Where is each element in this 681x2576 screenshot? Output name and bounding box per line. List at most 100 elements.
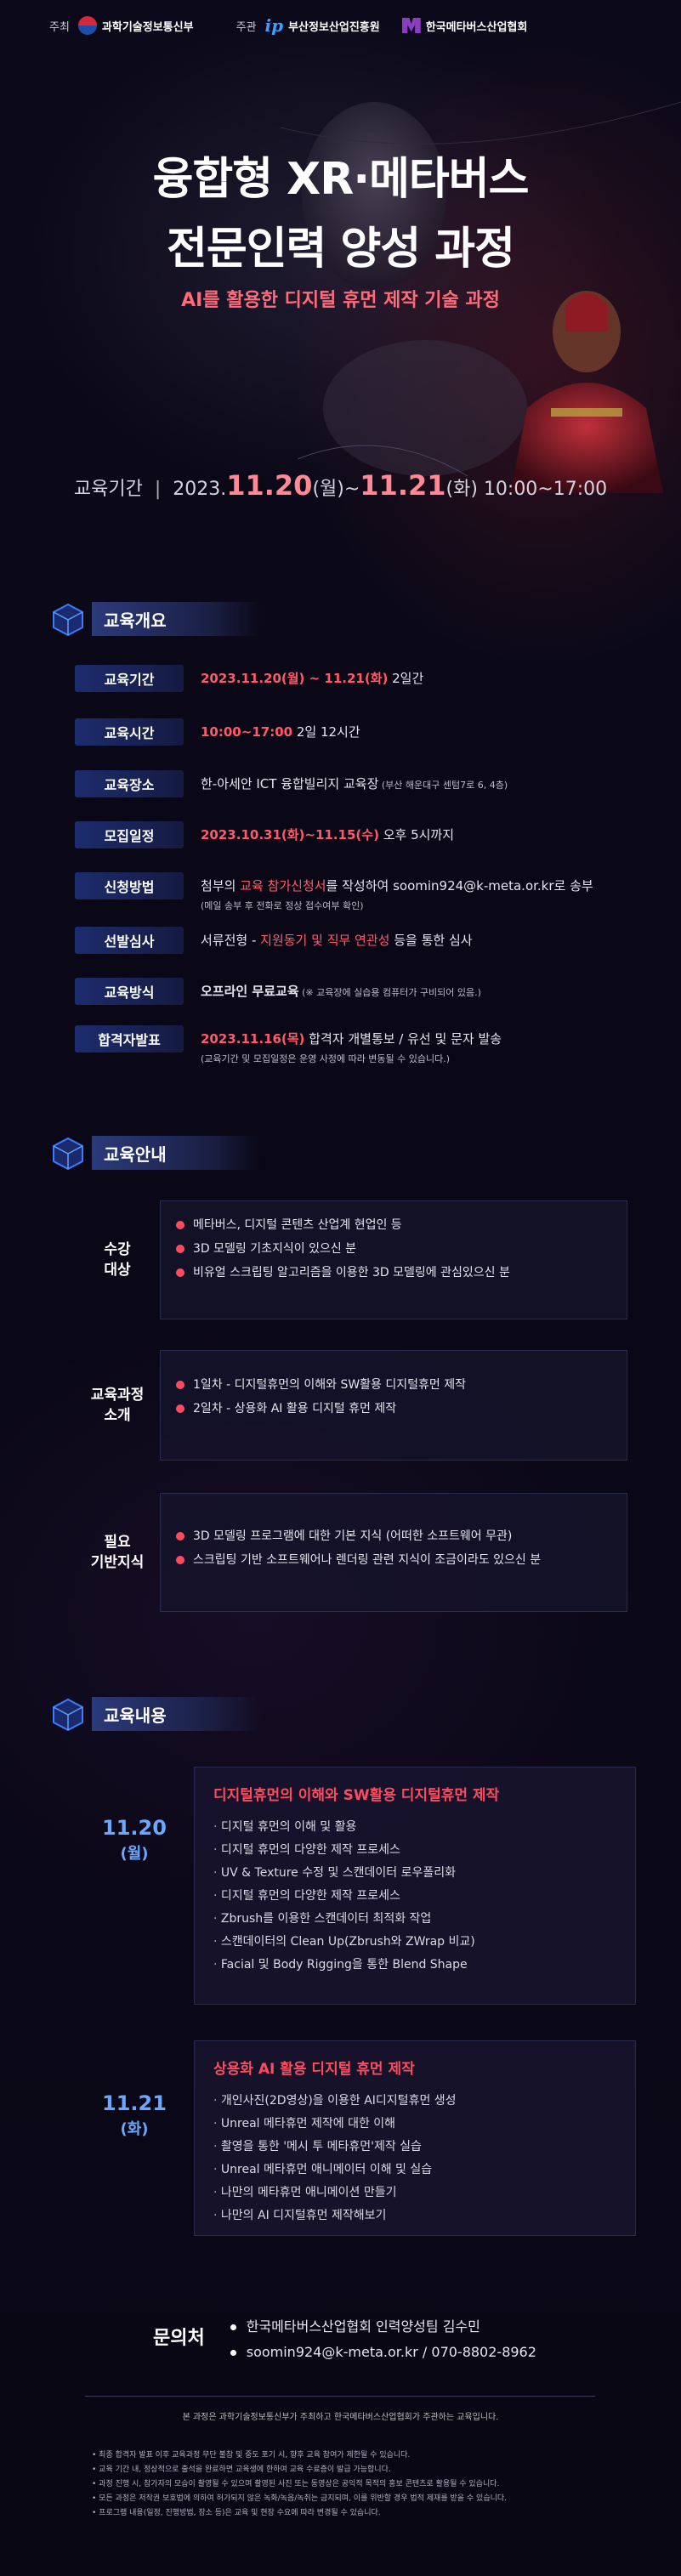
overview-value: 2023.11.16(목) 합격자 개별통보 / 유선 및 문자 발송(교육기간…	[201, 1025, 502, 1069]
overview-value-text: 한-아세안 ICT 융합빌리지 교육장	[201, 776, 379, 792]
overview-value: 2023.10.31(화)~11.15(수) 오후 5시까지	[201, 821, 454, 844]
overview-row-select: 선발심사 서류전형 - 지원동기 및 직무 연관성 등을 통한 심사	[75, 927, 473, 954]
cube-icon	[53, 1698, 83, 1731]
overview-row-announce: 합격자발표 2023.11.16(목) 합격자 개별통보 / 유선 및 문자 발…	[75, 1025, 502, 1069]
organizer-org2-name: 한국메타버스산업협회	[425, 20, 528, 34]
overview-label: 모집일정	[75, 821, 184, 848]
day-date: 11.20	[102, 1816, 167, 1840]
content-heading: 교육내용	[51, 1697, 261, 1731]
guide-label-line1: 수강	[104, 1241, 131, 1258]
overview-value-text: 첨부의	[201, 878, 241, 894]
overview-value: 2023.11.20(월) ~ 11.21(화) 2일간	[201, 665, 423, 688]
overview-value-note: (교육기간 및 모집일정은 운영 사정에 따라 변동될 수 있습니다.)	[201, 1053, 451, 1064]
overview-row-method: 교육방식 오프라인 무료교육 (※ 교육장에 실습용 컴퓨터가 구비되어 있음.…	[75, 978, 481, 1005]
guide-item: 2일차 - 상용화 AI 활용 디지털 휴먼 제작	[176, 1397, 611, 1421]
overview-label: 교육기간	[75, 665, 184, 692]
guide-heading-text: 교육안내	[92, 1136, 261, 1170]
day-item: UV & Texture 수정 및 스캔데이터 로우폴리화	[213, 1862, 616, 1885]
overview-value-note: (부산 해운대구 센텀7로 6, 4층)	[378, 780, 508, 791]
overview-value-highlight: 2023.10.31(화)~11.15(수)	[201, 827, 379, 843]
guide-label-line1: 필요	[104, 1534, 131, 1551]
cube-icon	[53, 603, 83, 636]
overview-label: 신청방법	[75, 872, 184, 899]
overview-row-recruit: 모집일정 2023.10.31(화)~11.15(수) 오후 5시까지	[75, 821, 454, 848]
overview-value-text: 2일 12시간	[292, 724, 360, 740]
overview-label: 선발심사	[75, 927, 184, 954]
guide-item-text: 메타버스, 디지털 콘텐츠 산업계 현업인 등	[193, 1218, 402, 1232]
period-end: 11.21	[360, 469, 446, 502]
digital-human-illustration	[281, 101, 681, 493]
period-start: 11.20	[226, 469, 313, 502]
bullet-icon	[176, 1381, 184, 1389]
overview-value-note: (※ 교육장에 실습용 컴퓨터가 구비되어 있음.)	[298, 987, 481, 998]
host-org-name: 과학기술정보통신부	[101, 20, 194, 34]
overview-label: 교육방식	[75, 978, 184, 1005]
overview-value: 오프라인 무료교육 (※ 교육장에 실습용 컴퓨터가 구비되어 있음.)	[201, 978, 481, 1002]
organizer-org: ip 부산정보산업진흥원	[264, 15, 379, 36]
overview-value-text: 2일간	[388, 671, 424, 686]
day-row-1: 11.20 (월) 디지털휴먼의 이해와 SW활용 디지털휴먼 제작 디지털 휴먼…	[75, 1767, 636, 2005]
day-item: 디지털 휴먼의 다양한 제작 프로세스	[213, 1839, 616, 1862]
overview-value: 10:00~17:00 2일 12시간	[201, 718, 360, 741]
overview-row-period: 교육기간 2023.11.20(월) ~ 11.21(화) 2일간	[75, 665, 423, 692]
overview-heading: 교육개요	[51, 602, 261, 636]
period-sep: |	[154, 479, 162, 500]
cube-icon	[53, 1137, 83, 1170]
day-item: 디지털 휴먼의 다양한 제작 프로세스	[213, 1885, 616, 1908]
period-year: 2023.	[173, 479, 227, 500]
bullet-icon	[176, 1404, 184, 1413]
overview-value-text: 오후 5시까지	[378, 827, 455, 843]
kmeta-logo-icon	[401, 18, 421, 33]
guide-label-line2: 소개	[104, 1407, 131, 1424]
organizer-org-name: 부산정보산업진흥원	[288, 20, 380, 34]
overview-row-place: 교육장소 한-아세안 ICT 융합빌리지 교육장 (부산 해운대구 센텀7로 6…	[75, 770, 508, 797]
guide-item-text: 3D 모델링 프로그램에 대한 기본 지식 (어떠한 소프트웨어 무관)	[193, 1529, 513, 1543]
guide-label-line2: 대상	[104, 1262, 131, 1279]
guide-item-text: 2일차 - 상용화 AI 활용 디지털 휴먼 제작	[193, 1402, 397, 1416]
day-item: 스캔데이터의 Clean Up(Zbrush와 ZWrap 비교)	[213, 1931, 616, 1954]
overview-value-note: (메일 송부 후 전화로 정상 접수여부 확인)	[201, 900, 364, 911]
hero-title-line1: 융합형 XR·메타버스	[152, 154, 530, 205]
host-label: 주최	[49, 20, 70, 34]
day-box: 디지털휴먼의 이해와 SW활용 디지털휴먼 제작 디지털 휴먼의 이해 및 활용…	[194, 1767, 636, 2005]
organizer-org2: 한국메타버스산업협회	[401, 18, 528, 34]
day-weekday: (월)	[120, 1845, 149, 1863]
period-end-day: (화)	[445, 479, 478, 500]
bullet-icon	[176, 1268, 184, 1277]
hero-period: 교육기간|2023.11.20(월)~11.21(화) 10:00~17:00	[0, 469, 681, 502]
taeguk-emblem-icon	[77, 16, 97, 35]
guide-label-line1: 교육과정	[90, 1387, 145, 1404]
guide-item-text: 1일차 - 디지털휴먼의 이해와 SW활용 디지털휴먼 제작	[193, 1378, 466, 1392]
bullet-icon	[176, 1556, 184, 1564]
overview-value-text: 를 작성하여 soomin924@k-meta.or.kr로 송부	[326, 878, 593, 894]
period-time: 10:00~17:00	[483, 479, 608, 500]
guide-item-text: 3D 모델링 기초지식이 있으신 분	[193, 1242, 357, 1256]
busan-ip-logo-icon: ip	[264, 15, 284, 36]
period-start-day: (월)~	[312, 479, 360, 500]
overview-row-time: 교육시간 10:00~17:00 2일 12시간	[75, 718, 360, 746]
overview-value: 첨부의 교육 참가신청서를 작성하여 soomin924@k-meta.or.k…	[201, 872, 593, 916]
organizer-label: 주관	[236, 20, 257, 34]
hero-title-line2: 전문인력 양성 과정	[167, 224, 515, 275]
day-label: 11.20 (월)	[75, 1767, 194, 2005]
guide-heading: 교육안내	[51, 1136, 261, 1170]
overview-value-highlight: 10:00~17:00	[201, 724, 293, 740]
bullet-icon	[176, 1532, 184, 1540]
day-title: 디지털휴먼의 이해와 SW활용 디지털휴먼 제작	[213, 1787, 500, 1804]
overview-value-highlight: 지원동기 및 직무 연관성	[260, 933, 390, 948]
guide-label-line2: 기반지식	[90, 1554, 145, 1571]
overview-value-text: 등을 통한 심사	[389, 933, 473, 948]
header: 주최 과학기술정보통신부 주관 ip 부산정보산업진흥원 한국메타버스산업협회	[0, 0, 681, 51]
overview-value-highlight: 교육 참가신청서	[240, 878, 326, 894]
overview-heading-text: 교육개요	[92, 602, 261, 636]
overview-value-highlight: 2023.11.20(월) ~ 11.21(화)	[201, 671, 389, 686]
guide-box: 1일차 - 디지털휴먼의 이해와 SW활용 디지털휴먼 제작 2일차 - 상용화…	[160, 1350, 627, 1461]
overview-value-text: 합격자 개별통보 / 유선 및 문자 발송	[304, 1031, 502, 1047]
host-org: 과학기술정보통신부	[77, 16, 194, 35]
guide-item: 메타버스, 디지털 콘텐츠 산업계 현업인 등	[176, 1213, 611, 1237]
overview-label: 합격자발표	[75, 1025, 184, 1053]
